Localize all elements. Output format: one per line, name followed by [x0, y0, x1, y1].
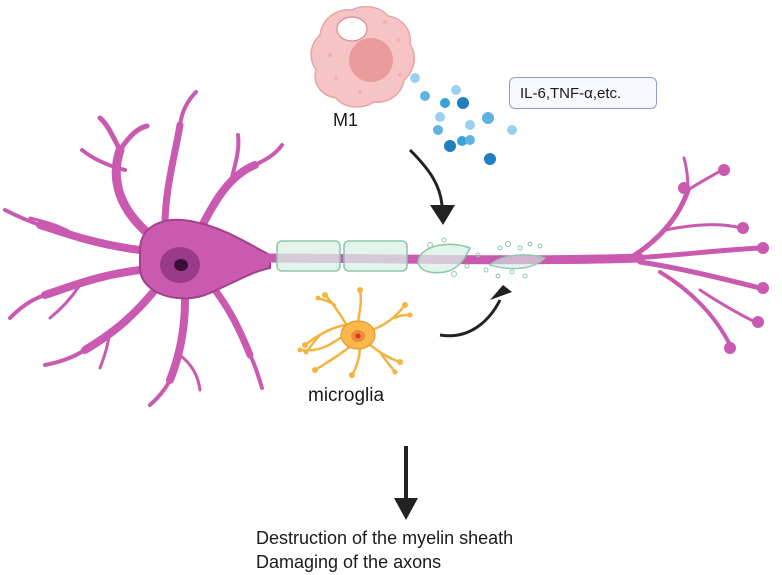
cytokine-label-box: IL-6,TNF-α,etc.	[509, 77, 657, 109]
axon-terminals	[627, 156, 763, 347]
myelin-debris	[427, 237, 543, 279]
m1-vacuole	[336, 16, 368, 42]
microglia-cell	[297, 287, 413, 378]
cytokine-particles	[410, 73, 517, 165]
myelin-segment	[276, 240, 341, 272]
terminal-boutons	[678, 164, 769, 354]
neuron-dendrites	[3, 90, 284, 407]
myelin-segment	[343, 240, 408, 272]
m1-nucleus	[349, 38, 393, 82]
arrow-down-outcome-head	[394, 498, 418, 520]
neuron-soma	[139, 218, 271, 300]
m1-label: M1	[333, 110, 359, 130]
cytokine-label: IL-6,TNF-α,etc.	[520, 84, 622, 102]
arrow-m1-to-axon	[408, 148, 444, 206]
arrow-microglia-to-axon	[439, 299, 502, 338]
myelin-sheath	[276, 237, 547, 279]
m1-granules	[328, 20, 402, 94]
damaged-myelin-segment	[417, 243, 472, 274]
arrow-microglia-to-axon-head	[490, 285, 512, 300]
outcome-line-axons: Damaging of the axons	[256, 552, 442, 572]
microglia-nucleolus	[355, 333, 361, 339]
outcome-line-myelin: Destruction of the myelin sheath	[256, 528, 514, 548]
microglia-label: microglia	[308, 385, 385, 406]
damaged-myelin-fragment	[488, 254, 547, 270]
outcome-text: Destruction of the myelin sheath Damagin…	[256, 526, 513, 574]
m1-macrophage	[310, 5, 416, 108]
neuron-nucleolus	[174, 259, 188, 271]
arrow-m1-to-axon-head	[430, 205, 455, 225]
microglia-tips	[297, 287, 413, 378]
